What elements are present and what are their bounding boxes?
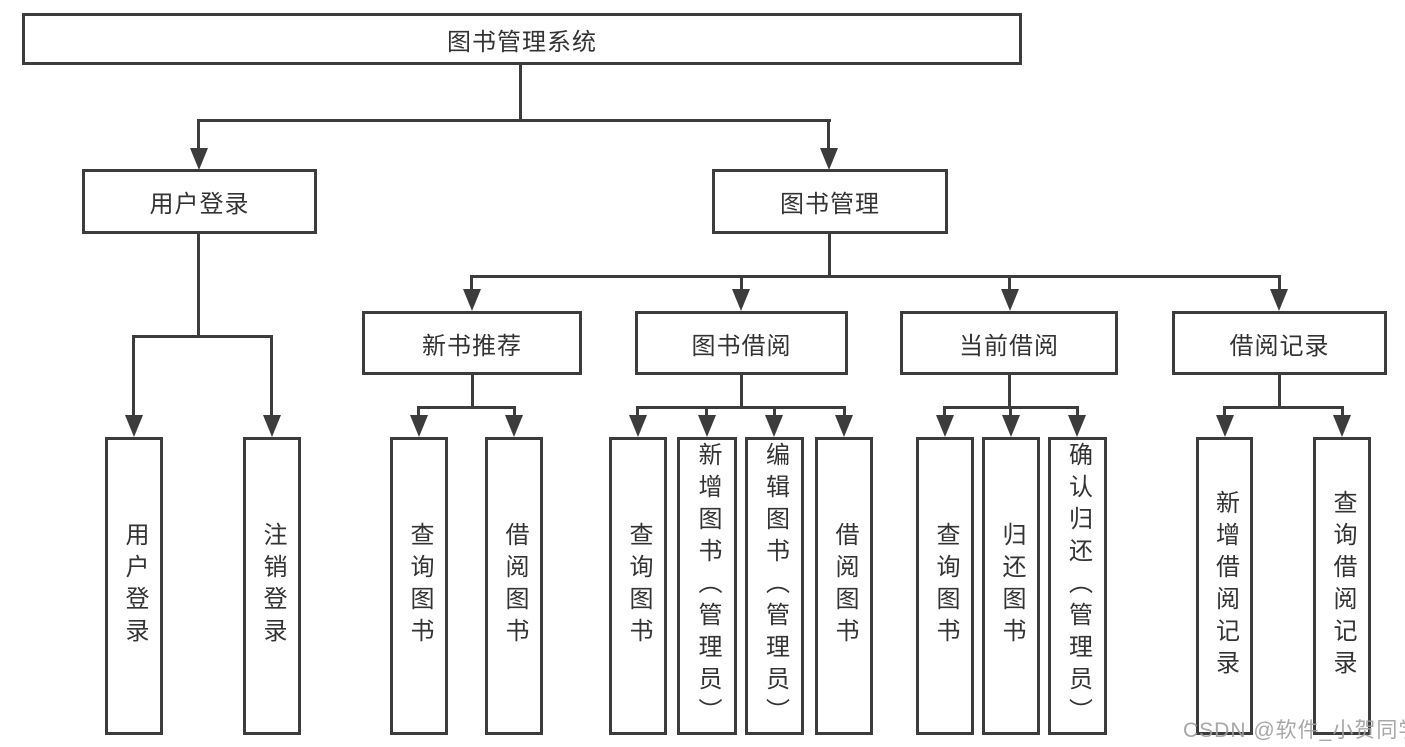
leaf-query-books: 查询图书 [390,437,448,735]
leaf-borrow-books: 借阅图书 [815,437,873,735]
connector-arrow-down-icon [505,415,523,437]
connector-arrow-down-icon [1068,415,1086,437]
connector-line [1223,406,1226,417]
connector-line [1009,406,1012,417]
connector-line [197,119,831,122]
connector-arrow-down-icon [410,415,428,437]
leaf-add-borrow-record: 新增借阅记录 [1196,437,1253,735]
leaf-query-borrow-record: 查询借阅记录 [1313,437,1371,735]
connector-arrow-down-icon [1333,415,1351,437]
connector-line [132,335,135,417]
connector-line [197,232,200,338]
connector-line [705,406,708,417]
connector-arrow-down-icon [190,148,208,170]
connector-line [417,406,516,409]
connector-line [828,232,831,278]
connector-line [773,406,776,417]
connector-arrow-down-icon [820,148,838,170]
node-book-borrowing: 图书借阅 [635,311,848,375]
connector-arrow-down-icon [1001,289,1019,311]
connector-line [270,335,273,417]
node-current-borrowing: 当前借阅 [900,311,1118,375]
connector-arrow-down-icon [629,415,647,437]
connector-line [519,63,522,122]
connector-arrow-down-icon [463,289,481,311]
connector-line [636,406,846,409]
leaf-return-books: 归还图书 [982,437,1040,735]
leaf-query-books: 查询图书 [916,437,974,735]
node-new-book-recommendation: 新书推荐 [362,311,582,375]
connector-line [471,373,474,409]
connector-line [470,275,473,291]
leaf-confirm-return-admin: 确认归还（管理员） [1048,437,1107,735]
node-library-system: 图书管理系统 [22,13,1022,65]
connector-arrow-down-icon [698,415,716,437]
leaf-edit-books-admin: 编辑图书（管理员） [745,437,804,735]
connector-line [1008,275,1011,291]
connector-line [417,406,420,417]
connector-line [827,119,830,150]
connector-line [1008,373,1011,409]
connector-line [1278,275,1281,291]
connector-line [740,373,743,409]
connector-line [197,119,200,150]
connector-arrow-down-icon [125,415,143,437]
connector-arrow-down-icon [835,415,853,437]
node-borrowing-records: 借阅记录 [1172,311,1387,375]
connector-arrow-down-icon [765,415,783,437]
leaf-logout: 注销登录 [243,437,301,735]
leaf-query-books: 查询图书 [609,437,667,735]
connector-line [1278,373,1281,409]
connector-line [943,406,946,417]
connector-line [1341,406,1344,417]
connector-line [1223,406,1344,409]
leaf-borrow-books: 借阅图书 [485,437,543,735]
node-book-management: 图书管理 [712,169,948,234]
leaf-add-books-admin: 新增图书（管理员） [677,437,737,735]
node-user-login: 用户登录 [82,169,317,234]
connector-arrow-down-icon [1002,415,1020,437]
connector-arrow-down-icon [1270,289,1288,311]
connector-line [132,335,273,338]
connector-line [1076,406,1079,417]
connector-line [740,275,743,291]
connector-line [513,406,516,417]
leaf-user-login: 用户登录 [105,437,163,735]
connector-arrow-down-icon [1216,415,1234,437]
connector-arrow-down-icon [263,415,281,437]
connector-arrow-down-icon [936,415,954,437]
connector-line [843,406,846,417]
connector-line [470,275,1281,278]
csdn-watermark: CSDN @软件_小贺同学 [1183,719,1405,742]
connector-arrow-down-icon [732,289,750,311]
connector-line [636,406,639,417]
